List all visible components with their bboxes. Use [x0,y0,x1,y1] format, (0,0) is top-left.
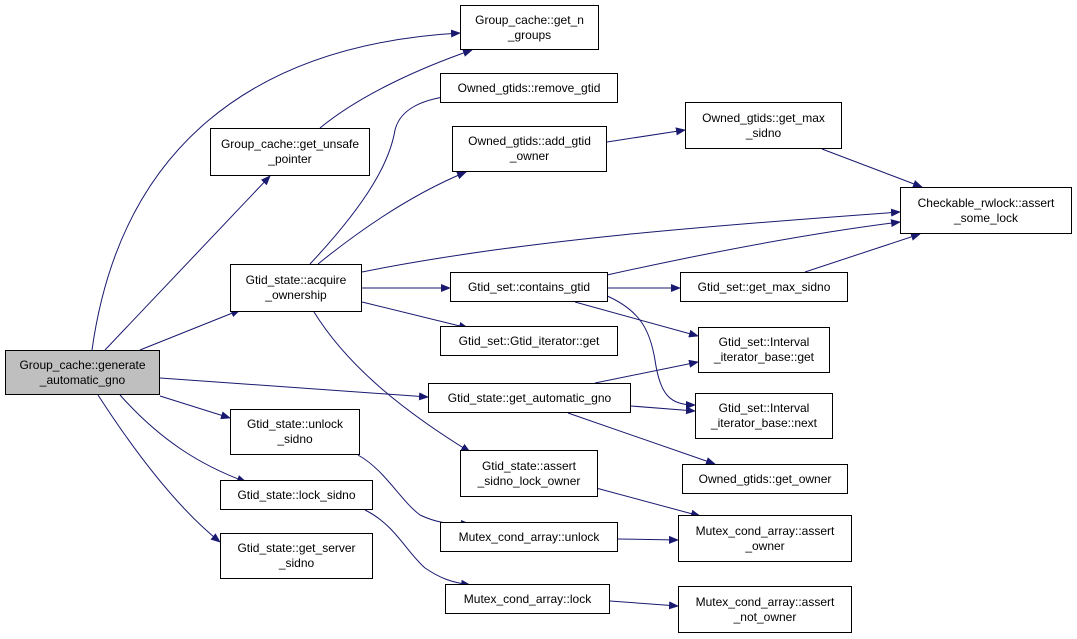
edge-get-automatic-gno-to-get-owner [567,412,716,465]
edge-contains-gtid-to-assert-some-lock [606,219,901,276]
node-gtid-state-acquire-ownership[interactable]: Gtid_state::acquire _ownership [230,264,362,312]
edge-generate-to-get-server-sidno [97,394,221,543]
edge-generate-to-get-automatic-gno [159,377,429,401]
node-gtid-set-contains-gtid[interactable]: Gtid_set::contains_gtid [450,272,608,302]
edge-unlock-sidno-to-mca-unlock [357,454,471,528]
node-owned-gtids-get-owner[interactable]: Owned_gtids::get_owner [682,464,848,494]
node-gtid-state-lock-sidno[interactable]: Gtid_state::lock_sidno [220,480,373,510]
node-mutex-cond-array-assert-not-owner[interactable]: Mutex_cond_array::assert _not_owner [678,586,852,633]
edge-add-gtid-owner-to-get-max-sidno-og [606,127,686,143]
node-owned-gtids-remove-gtid[interactable]: Owned_gtids::remove_gtid [440,73,618,103]
node-owned-gtids-get-max-sidno[interactable]: Owned_gtids::get_max _sidno [685,102,842,149]
node-gtid-set-interval-iterator-base-get[interactable]: Gtid_set::Interval _iterator_base::get [698,327,830,373]
node-mutex-cond-array-lock[interactable]: Mutex_cond_array::lock [445,584,610,614]
node-gtid-state-get-automatic-gno[interactable]: Gtid_state::get_automatic_gno [428,383,631,413]
edge-get-automatic-gno-to-interval-next [630,405,696,415]
node-gtid-set-interval-iterator-base-next[interactable]: Gtid_set::Interval _iterator_base::next [695,393,833,439]
node-gtid-set-get-max-sidno[interactable]: Gtid_set::get_max_sidno [680,272,848,302]
edge-get-unsafe-to-get-n-groups [319,49,473,129]
edge-get-max-sidno-og-to-assert-some-lock [821,148,923,188]
edge-contains-gtid-to-interval-get [574,301,699,338]
edge-contains-gtid-to-interval-next [604,294,696,409]
node-gtid-state-unlock-sidno[interactable]: Gtid_state::unlock _sidno [230,409,360,455]
node-checkable-rwlock-assert-some-lock[interactable]: Checkable_rwlock::assert _some_lock [900,187,1072,234]
edge-acquire-ownership-to-remove-gtid [309,93,451,265]
edge-generate-to-get-n-groups [91,29,461,351]
node-group-cache-generate-automatic-gno[interactable]: Group_cache::generate _automatic_gno [5,350,160,395]
edge-assert-sidno-lock-owner-to-mca-assert-owner [595,487,701,518]
node-mutex-cond-array-unlock[interactable]: Mutex_cond_array::unlock [440,522,618,552]
edge-generate-to-acquire-ownership [139,309,241,351]
edge-mca-lock-to-mca-assert-not-owner [609,600,679,610]
edge-mca-unlock-to-mca-assert-owner [617,535,679,544]
edge-lock-sidno-to-mca-lock [364,509,471,588]
edge-acquire-ownership-to-gtid-iterator-get [361,301,469,330]
edge-generate-to-get-unsafe [104,175,271,351]
edge-gs-get-max-sidno-to-assert-some-lock [804,233,921,273]
node-gtid-set-gtid-iterator-get[interactable]: Gtid_set::Gtid_iterator::get [440,326,618,356]
node-group-cache-get-n-groups[interactable]: Group_cache::get_n _groups [460,5,599,50]
edge-acquire-ownership-to-assert-sidno-lock-owner [313,311,471,453]
edge-generate-to-unlock-sidno [159,395,231,420]
edge-generate-to-lock-sidno [119,394,247,483]
node-owned-gtids-add-gtid-owner[interactable]: Owned_gtids::add_gtid _owner [452,126,607,172]
node-gtid-state-get-server-sidno[interactable]: Gtid_state::get_server _sidno [220,533,373,579]
edge-acquire-ownership-to-add-gtid-owner [317,171,467,265]
node-gtid-state-assert-sidno-lock-owner[interactable]: Gtid_state::assert _sidno_lock_owner [460,450,598,497]
node-mutex-cond-array-assert-owner[interactable]: Mutex_cond_array::assert _owner [678,515,852,562]
edge-acquire-ownership-to-assert-some-lock [361,208,901,273]
edge-get-automatic-gno-to-interval-get [594,359,699,384]
node-group-cache-get-unsafe-pointer[interactable]: Group_cache::get_unsafe _pointer [210,128,370,176]
